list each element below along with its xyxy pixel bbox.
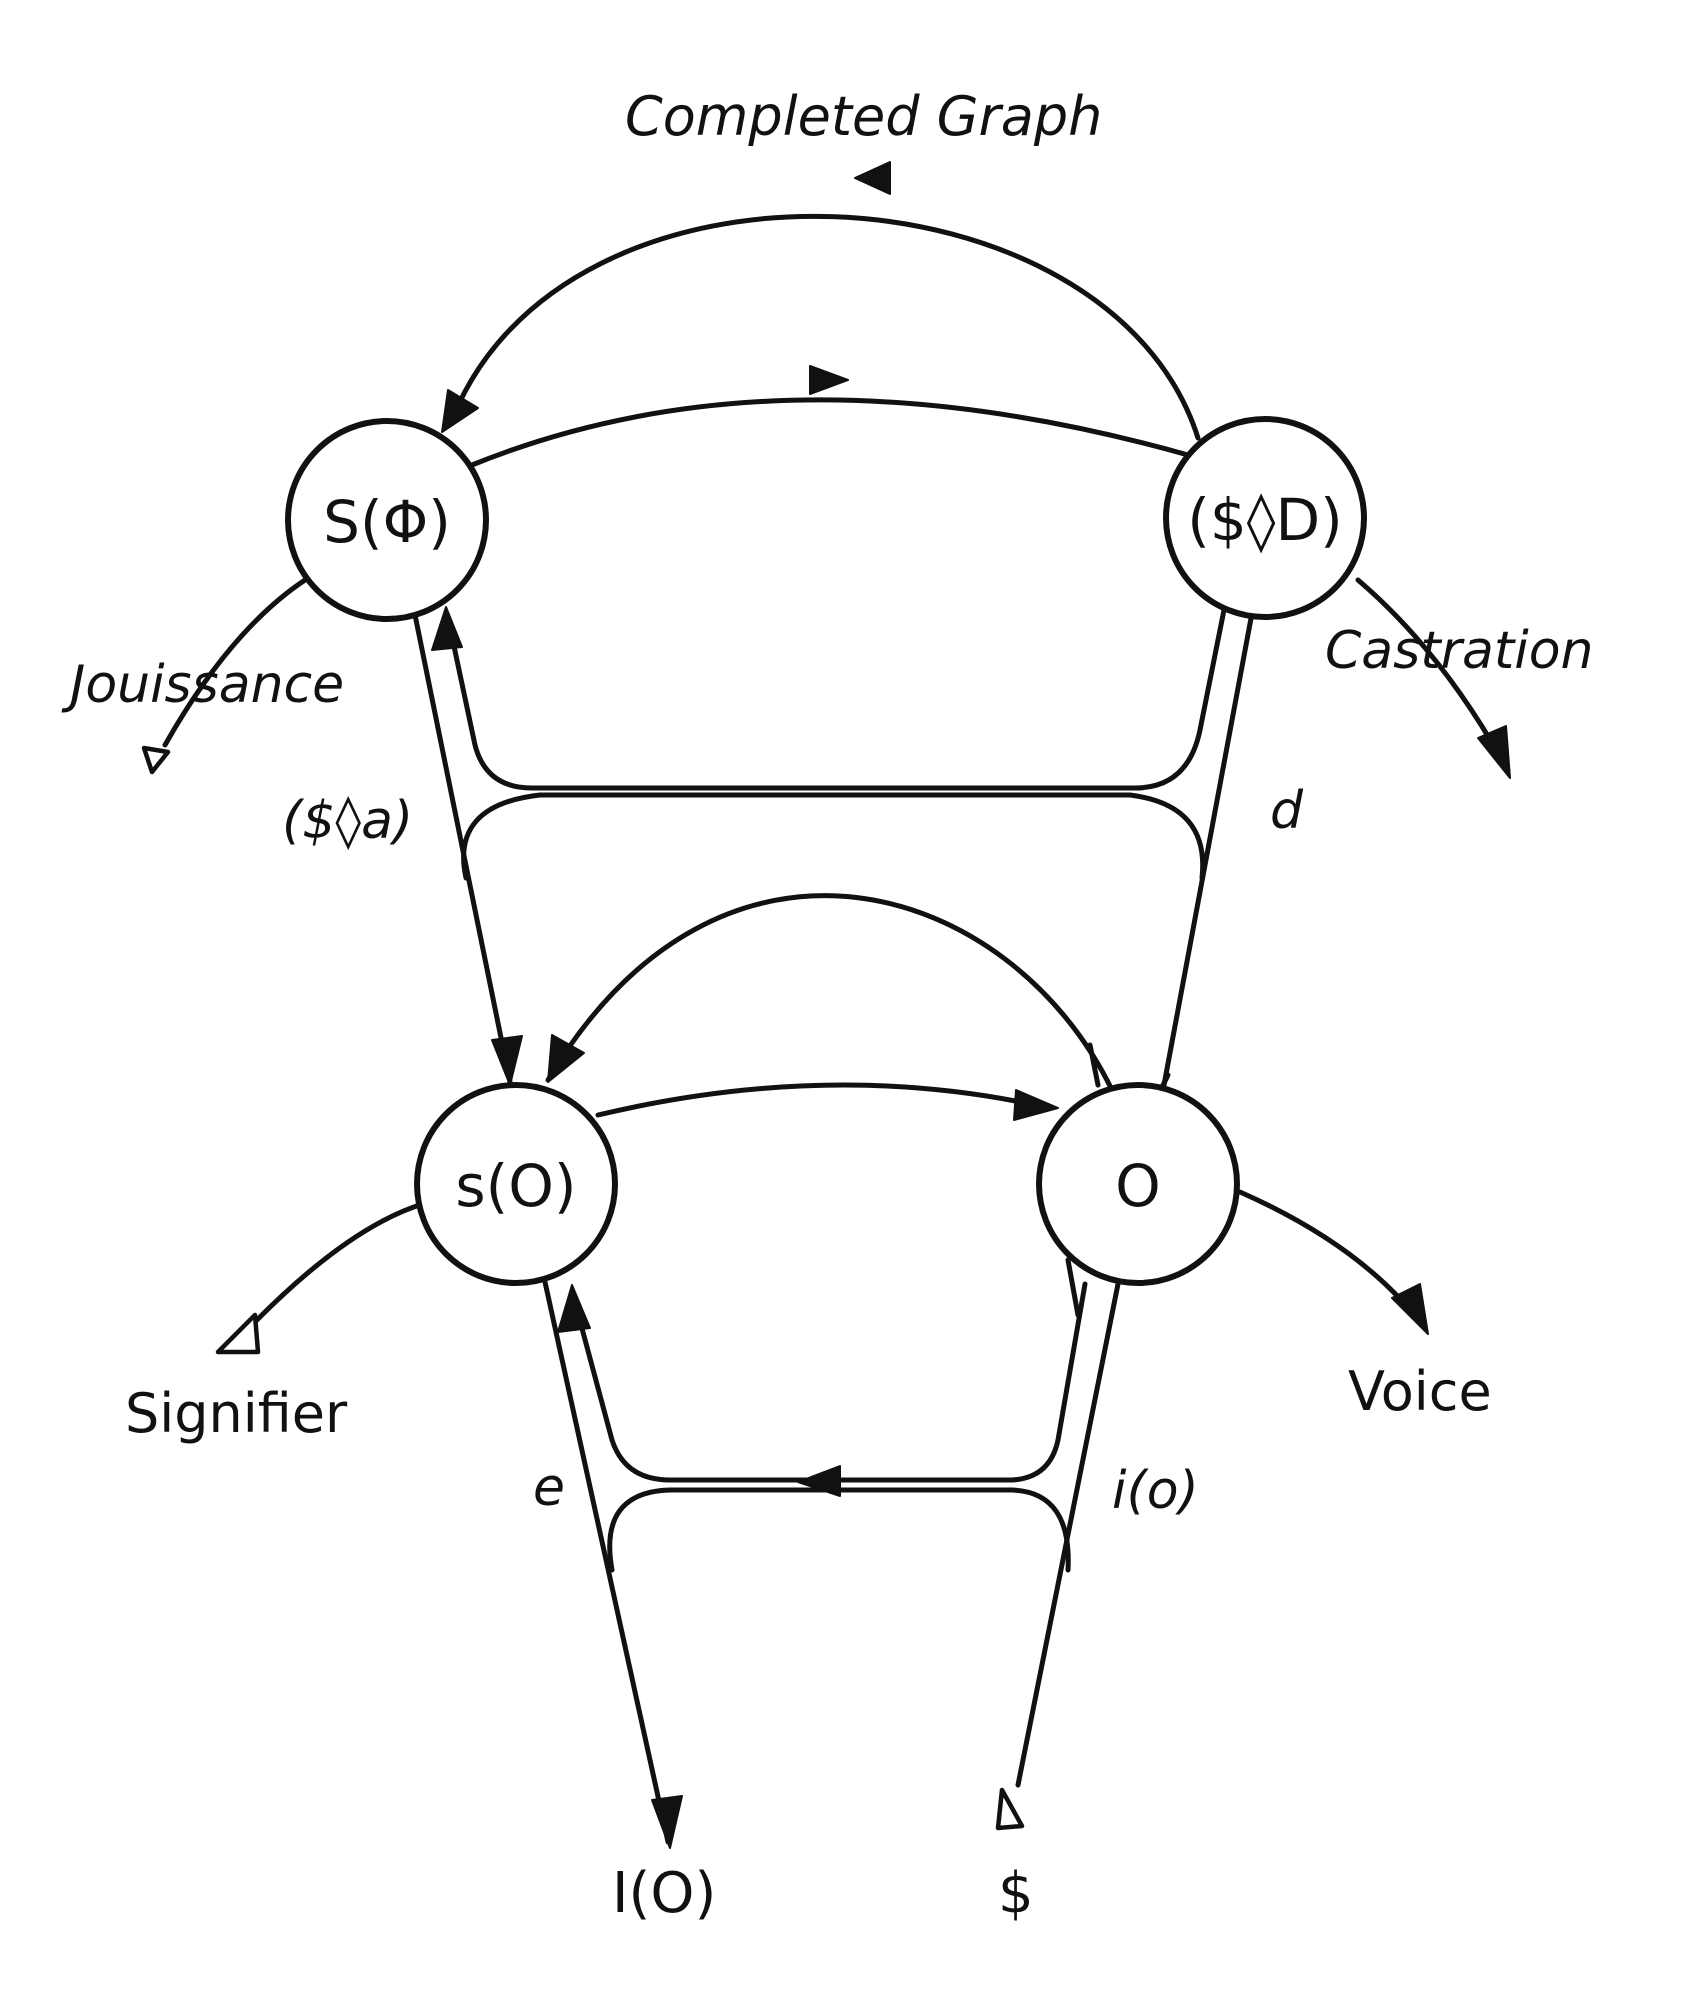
node-s-phi-label: S(Φ) bbox=[323, 488, 451, 556]
arrowhead-voice bbox=[1391, 1283, 1429, 1335]
edge-inner-arc bbox=[545, 893, 1115, 1093]
edge-lower-bowl bbox=[607, 1487, 1071, 1573]
edge-castration bbox=[1355, 577, 1505, 763]
edge-signifier bbox=[249, 1200, 429, 1328]
arrowhead-upper-chord bbox=[809, 365, 849, 395]
arrowhead-inner-arc bbox=[547, 1034, 585, 1083]
arrowhead-lower-horizontal bbox=[797, 1465, 841, 1497]
node-o: O bbox=[1036, 1082, 1240, 1286]
edge-upper-chord bbox=[469, 397, 1191, 468]
label-voice: Voice bbox=[1348, 1360, 1492, 1423]
edge-o-stroke bbox=[1065, 1257, 1081, 1318]
start-marker-signifier bbox=[215, 1312, 261, 1355]
arrowhead-left-rail-up bbox=[431, 606, 463, 651]
edge-left-descender bbox=[542, 1279, 671, 1845]
label-jouissance: Jouissance bbox=[61, 655, 344, 715]
edge-voice bbox=[1237, 1189, 1423, 1325]
node-s-o-circle bbox=[414, 1082, 618, 1286]
edge-jouissance bbox=[162, 577, 308, 748]
arrowhead-left-vector bbox=[491, 1035, 523, 1086]
start-markers bbox=[141, 745, 1025, 1831]
start-marker-jouissance bbox=[141, 745, 171, 775]
node-o-label: O bbox=[1115, 1152, 1161, 1220]
edge-lower-chord bbox=[595, 1082, 1043, 1118]
node-s-o-label: s(O) bbox=[455, 1152, 576, 1220]
node-barred-s-d: ($◊D) bbox=[1163, 416, 1367, 620]
label-i-o: i(o) bbox=[1112, 1461, 1199, 1521]
edge-inner-stroke-a bbox=[1087, 1042, 1101, 1088]
edge-lower-left-rail bbox=[570, 1292, 673, 1483]
label-signifier: Signifier bbox=[125, 1382, 348, 1445]
edge-upper-bowl bbox=[461, 792, 1206, 881]
label-e: e bbox=[533, 1458, 565, 1518]
arrowhead-s-phi-entry bbox=[441, 389, 479, 433]
edge-right-outer bbox=[1161, 610, 1255, 1088]
arrowhead-castration bbox=[1477, 725, 1511, 779]
edge-right-rail bbox=[1132, 607, 1227, 791]
node-s-phi-circle bbox=[285, 418, 489, 622]
label-barred-s-a: ($◊a) bbox=[282, 791, 413, 851]
node-s-phi: S(Φ) bbox=[285, 418, 489, 622]
label-castration: Castration bbox=[1325, 621, 1594, 681]
node-barred-s-d-label: ($◊D) bbox=[1187, 486, 1342, 554]
node-barred-s-d-circle bbox=[1163, 416, 1367, 620]
label-i-big-o: I(O) bbox=[612, 1861, 716, 1926]
edge-left-rail bbox=[445, 615, 535, 791]
graph-labels: Completed Graph Jouissance Castration ($… bbox=[61, 85, 1594, 1926]
edge-top-arc bbox=[447, 213, 1201, 441]
label-d: d bbox=[1270, 781, 1304, 841]
title-completed-graph: Completed Graph bbox=[625, 85, 1102, 148]
arrowhead-lower-left-up bbox=[557, 1284, 591, 1333]
node-s-o: s(O) bbox=[414, 1082, 618, 1286]
arrowheads bbox=[431, 161, 1511, 1849]
arrowhead-lower-chord bbox=[1013, 1089, 1059, 1121]
label-barred-s: $ bbox=[998, 1861, 1034, 1926]
start-marker-barred-s bbox=[995, 1787, 1025, 1831]
edge-lower-right-rail bbox=[1009, 1281, 1088, 1483]
arrowhead-i-big-o bbox=[651, 1795, 683, 1849]
node-o-circle bbox=[1036, 1082, 1240, 1286]
edge-right-ascender bbox=[1015, 1281, 1121, 1788]
arrowhead-top-arc bbox=[854, 161, 891, 195]
